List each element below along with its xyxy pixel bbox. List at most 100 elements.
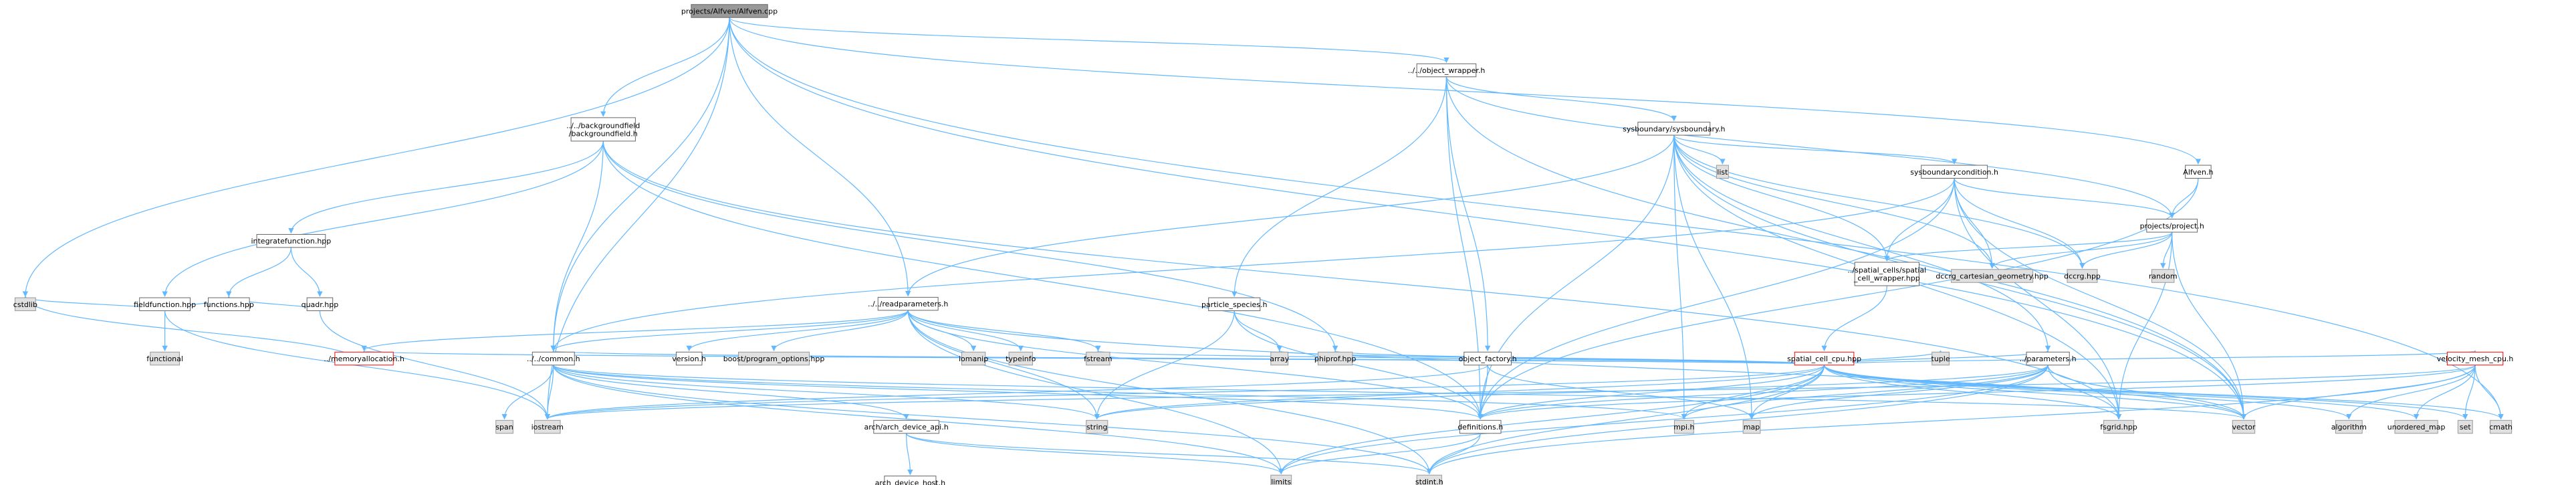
edge-sysbcond-to-fsgrid xyxy=(1954,178,2122,420)
node-set[interactable]: set xyxy=(2457,419,2473,434)
node-box xyxy=(139,297,191,312)
node-common[interactable]: ../../common.h xyxy=(527,351,580,366)
edge-spatialcpu-to-vector xyxy=(1823,365,2247,420)
node-string[interactable]: string xyxy=(1086,419,1108,434)
node-box xyxy=(570,117,636,142)
node-label: ../spatial_cells/spatial xyxy=(1847,266,1926,275)
node-sysboundary[interactable]: sysboundary/sysboundary.h xyxy=(1623,122,1726,136)
node-stdint[interactable]: stdint.h xyxy=(1415,474,1443,485)
node-list[interactable]: list xyxy=(1716,165,1729,179)
node-dccrg[interactable]: dccrg.hpp xyxy=(2064,269,2101,283)
node-definitions[interactable]: definitions.h xyxy=(1457,419,1503,434)
edge-spatialcpu-to-map xyxy=(1748,365,1825,420)
edge-alfven_cpp-to-readparams xyxy=(729,17,911,297)
node-label: dccrg.hpp xyxy=(2064,272,2101,281)
node-label: ../../backgroundfield xyxy=(566,121,640,130)
edge-sysboundary-to-params xyxy=(1673,135,2051,352)
node-bgfield[interactable]: ../../backgroundfield/backgroundfield.h xyxy=(566,117,640,142)
edge-objwrapper-to-vector xyxy=(1445,76,2247,420)
node-alfven_h[interactable]: Alfven.h xyxy=(2183,165,2214,179)
node-objfactory[interactable]: object_factory.h xyxy=(1459,351,1517,366)
node-sysbcond[interactable]: sysboundarycondition.h xyxy=(1910,165,1998,179)
node-tuple[interactable]: tuple xyxy=(1931,351,1950,366)
node-label: phiprof.hpp xyxy=(1314,355,1357,363)
edge-sysbcond-to-dccrg xyxy=(1954,178,2085,269)
node-map[interactable]: map xyxy=(1742,419,1761,434)
node-spatialwrap[interactable]: ../spatial_cells/spatial_cell_wrapper.hp… xyxy=(1847,262,1926,286)
node-partspecies[interactable]: particle_species.h xyxy=(1201,297,1268,312)
node-box xyxy=(2146,219,2198,233)
node-box xyxy=(2490,419,2512,434)
node-box xyxy=(1086,419,1108,434)
node-box xyxy=(1416,63,1477,78)
node-objwrapper[interactable]: ../../object_wrapper.h xyxy=(1408,63,1486,78)
node-box xyxy=(1951,269,2034,283)
node-label: fsgrid.hpp xyxy=(2100,423,2137,431)
node-iostream[interactable]: iostream xyxy=(532,419,564,434)
node-random[interactable]: random xyxy=(2149,269,2178,283)
node-label: Alfven.h xyxy=(2183,168,2213,177)
node-integratefn[interactable]: integratefunction.hpp xyxy=(251,233,331,248)
node-box xyxy=(2232,419,2256,434)
node-label: ../../readparameters.h xyxy=(868,300,948,308)
node-label: tuple xyxy=(1931,355,1950,363)
node-algorithm[interactable]: algorithm xyxy=(2331,419,2367,434)
node-functional[interactable]: functional xyxy=(146,351,183,366)
edge-alfven_cpp-to-objwrapper xyxy=(729,17,1449,64)
edge-archapi-to-archhost xyxy=(906,433,913,476)
node-vector[interactable]: vector xyxy=(2232,419,2256,434)
node-iomanip[interactable]: iomanip xyxy=(959,351,988,366)
node-label: sysboundarycondition.h xyxy=(1910,168,1998,177)
node-span[interactable]: span xyxy=(495,419,513,434)
node-box xyxy=(877,296,939,311)
node-unordered_map[interactable]: unordered_map xyxy=(2387,419,2446,434)
node-readparams[interactable]: ../../readparameters.h xyxy=(868,296,948,311)
edge-spatialwrap-to-spatialcpu xyxy=(1821,286,1887,352)
node-version[interactable]: version.h xyxy=(672,351,706,366)
node-box xyxy=(1637,122,1711,136)
node-fstream[interactable]: fstream xyxy=(1084,351,1113,366)
node-quadr[interactable]: quadr.hpp xyxy=(302,297,339,312)
node-box xyxy=(1742,419,1761,434)
node-fieldfn[interactable]: fieldfunction.hpp xyxy=(134,297,196,312)
edge-definitions-to-limits xyxy=(1278,433,1481,475)
node-fsgrid[interactable]: fsgrid.hpp xyxy=(2100,419,2137,434)
node-phiprof[interactable]: phiprof.hpp xyxy=(1314,351,1357,366)
node-project_h[interactable]: projects/project.h xyxy=(2140,219,2204,233)
edge-readparams-to-memalloc xyxy=(361,310,909,352)
node-label: string xyxy=(1086,423,1108,431)
node-typeinfo[interactable]: typeinfo xyxy=(1006,351,1036,366)
node-box xyxy=(150,351,180,366)
edge-spatialcpu-to-fstream xyxy=(1095,350,1825,366)
node-label: set xyxy=(2460,423,2471,431)
node-box xyxy=(1854,262,1919,286)
edge-spatialcpu-to-velmesh xyxy=(1823,350,2478,366)
node-limits[interactable]: limits xyxy=(1270,474,1292,485)
node-spatialcpu[interactable]: spatial_cell_cpu.hpp xyxy=(1787,351,1861,366)
node-label: algorithm xyxy=(2331,423,2367,431)
node-memalloc[interactable]: ../memoryallocation.h xyxy=(324,351,404,366)
edge-bgfield-to-fsgrid xyxy=(602,140,2122,420)
node-boostpo[interactable]: boost/program_options.hpp xyxy=(723,351,825,366)
node-cstdlib[interactable]: cstdlib xyxy=(13,297,37,312)
node-label: sysboundary/sysboundary.h xyxy=(1623,124,1725,133)
node-label: definitions.h xyxy=(1457,423,1503,431)
node-array[interactable]: array xyxy=(1270,351,1290,366)
node-label: ../memoryallocation.h xyxy=(324,355,404,363)
node-dccrgcart[interactable]: dccrg_cartesian_geometry.hpp xyxy=(1936,269,2048,283)
node-functions[interactable]: functions.hpp xyxy=(204,297,254,312)
node-box xyxy=(1463,351,1512,366)
node-cmath[interactable]: cmath xyxy=(2489,419,2512,434)
node-archhost[interactable]: arch_device_host.h xyxy=(875,476,945,485)
node-label: _cell_wrapper.hpp xyxy=(1853,274,1920,283)
edge-alfven_cpp-to-cmath xyxy=(729,17,2504,420)
node-params[interactable]: ../parameters.h xyxy=(2020,351,2077,366)
node-archapi[interactable]: arch/arch_device_api.h xyxy=(864,419,949,434)
node-alfven_cpp[interactable]: projects/Alfven/Alfven.cpp xyxy=(681,4,778,18)
node-velmesh[interactable]: velocity_mesh_cpu.h xyxy=(2437,351,2514,366)
edge-spatialcpu-to-iostream xyxy=(544,365,1825,420)
node-label: stdint.h xyxy=(1415,478,1443,485)
edge-params-to-definitions xyxy=(1478,365,2048,420)
node-mpi[interactable]: mpi.h xyxy=(1673,419,1695,434)
edge-sysboundary-to-map xyxy=(1673,135,1755,420)
